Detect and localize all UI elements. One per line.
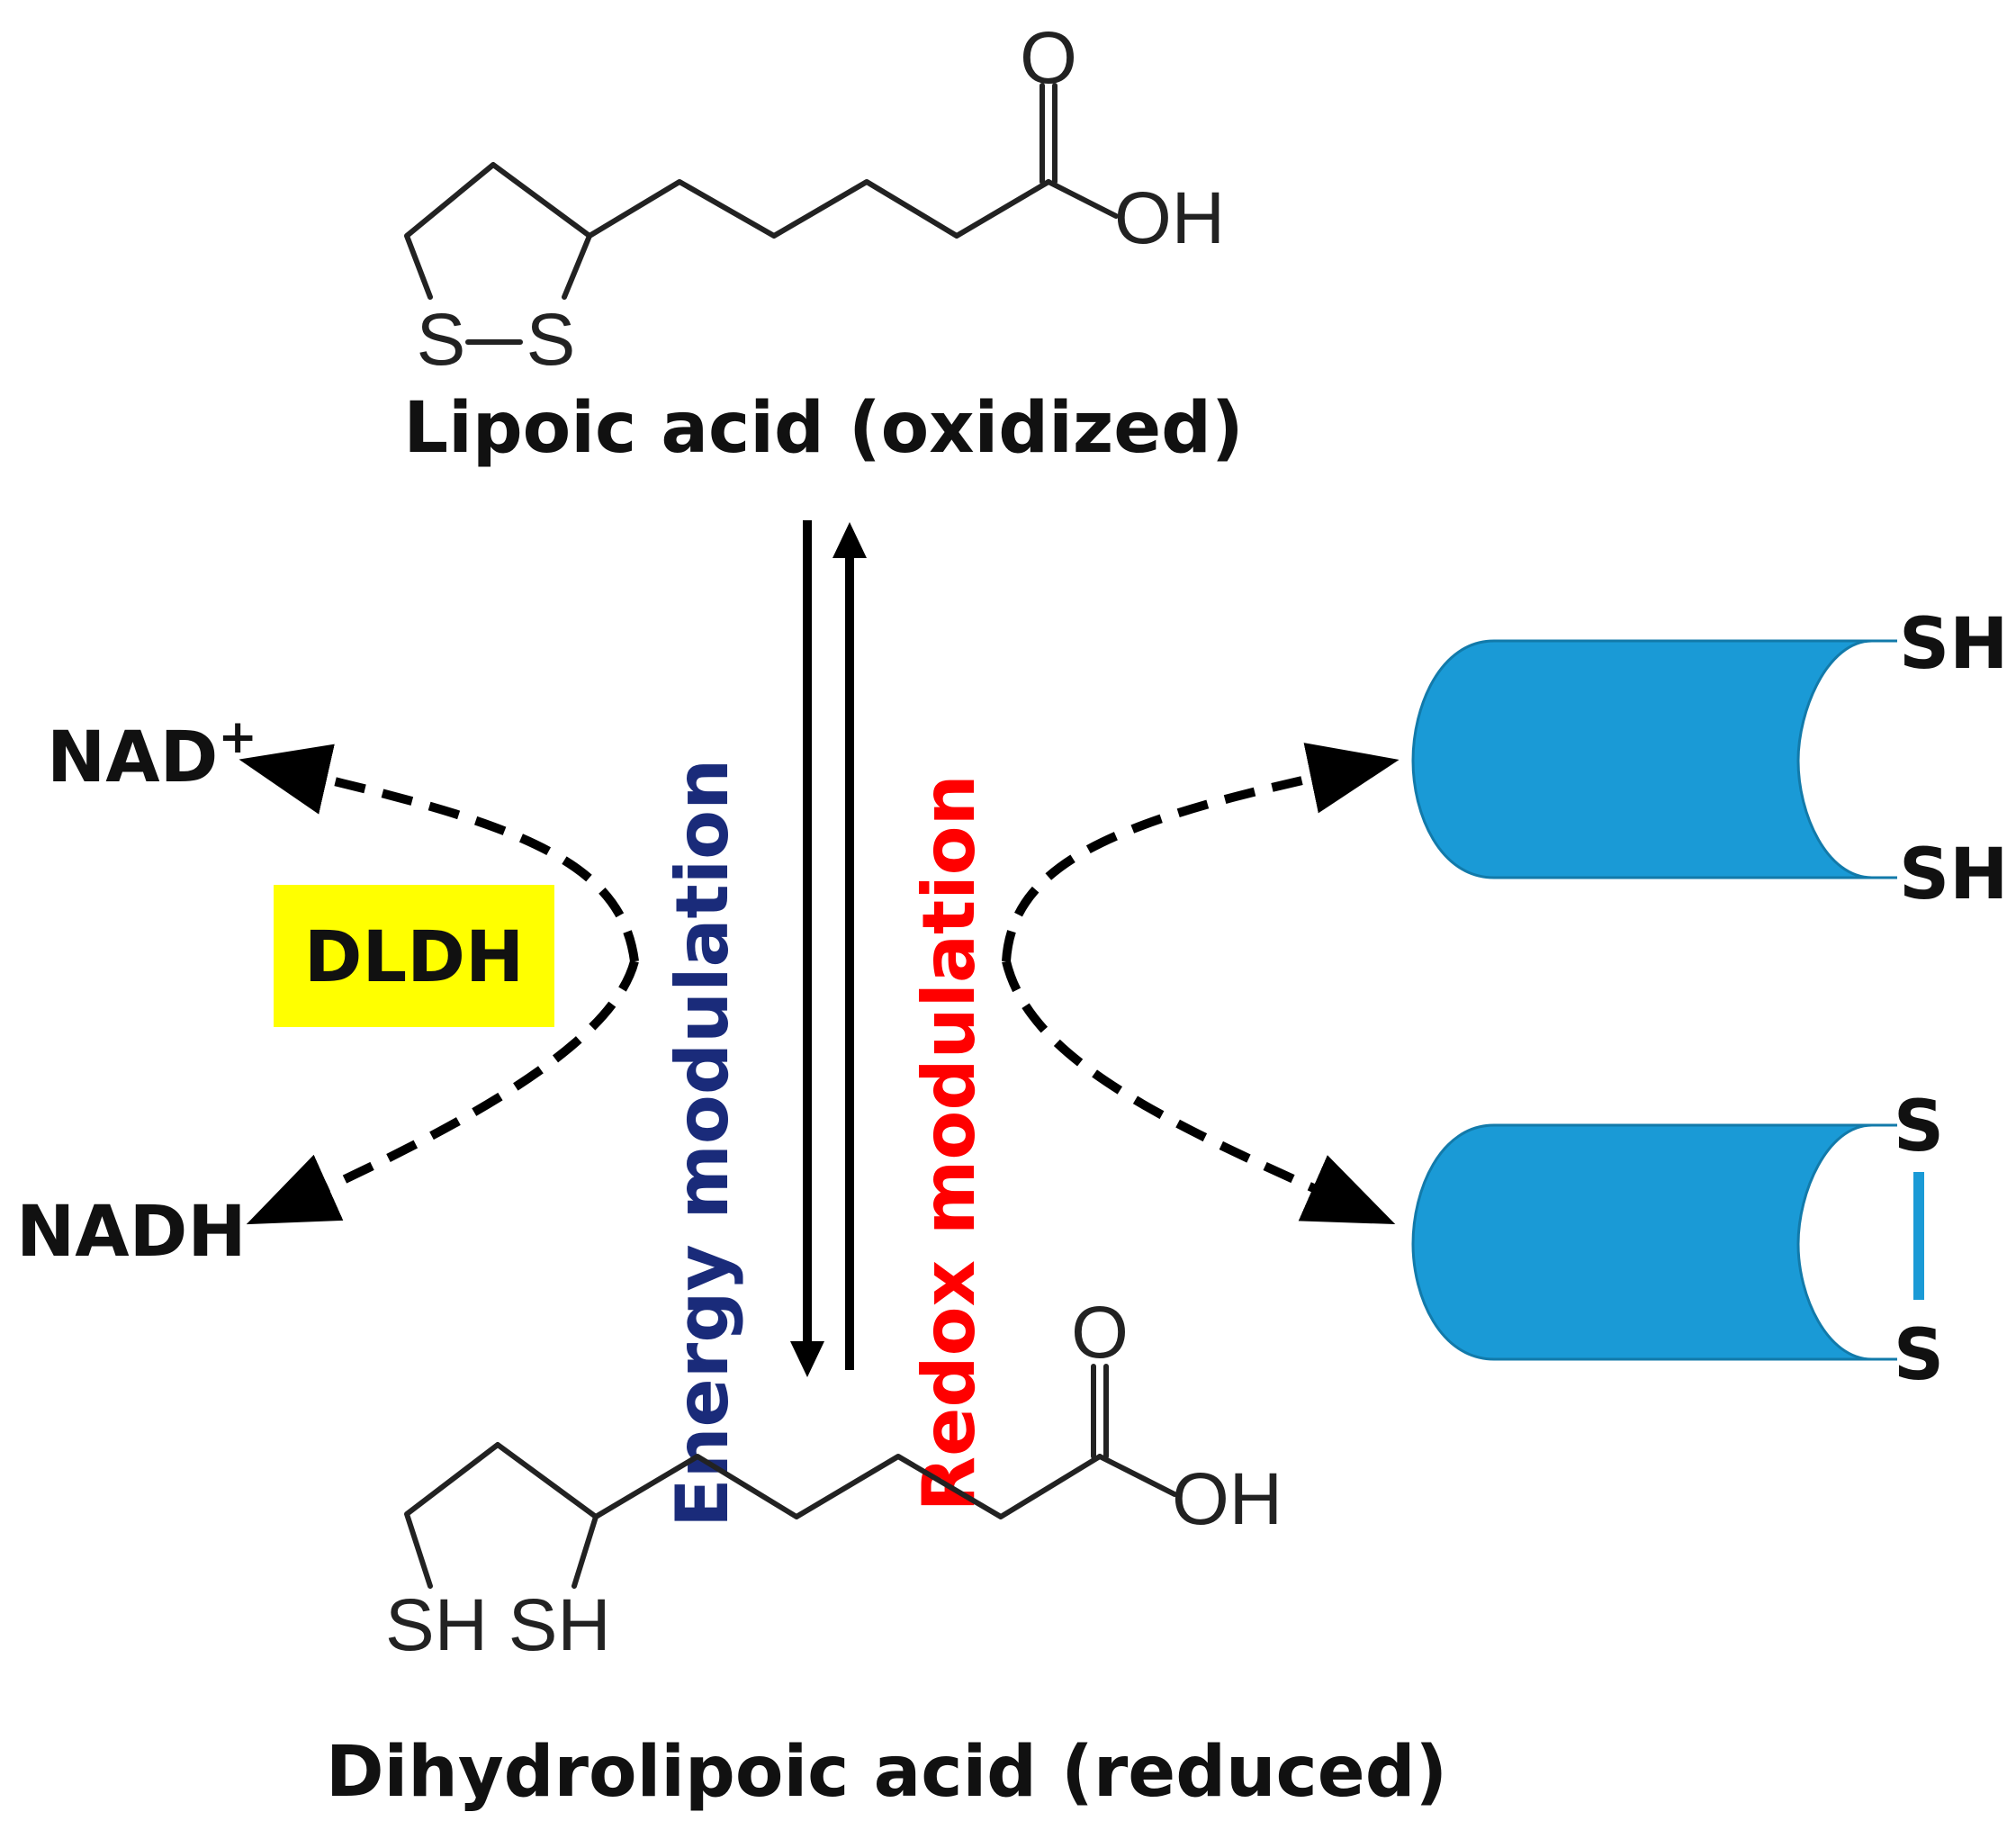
reduced-thiol-bottom-label: SH — [1899, 834, 2007, 915]
nad-plus-superscript: + — [218, 710, 257, 764]
reduced-protein-shape — [1411, 639, 1873, 879]
reversible-arrows — [790, 520, 867, 1377]
oxidized-title: Lipoic acid (oxidized) — [403, 388, 1243, 469]
dihydro-carbonyl-oxygen-label: O — [1071, 1292, 1129, 1374]
hydroxyl-bond — [1046, 179, 1119, 219]
dashed-arrow-to-reduced-protein — [1002, 743, 1400, 962]
oxidized-protein: S S — [1411, 1086, 1944, 1396]
lipoic-acid-structure: O OH S S — [404, 17, 1225, 381]
dldh-box — [274, 885, 554, 1027]
sulfur-left-label: S — [417, 299, 466, 381]
reduced-protein: SH SH — [1411, 604, 2007, 915]
nad-text: NAD — [47, 717, 218, 798]
nadh-label: NADH — [16, 1192, 247, 1273]
oxidized-sulfur-top-label: S — [1894, 1086, 1944, 1167]
dihydro-thiols-label: SH SH — [385, 1584, 611, 1666]
reduced-title: Dihydrolipoic acid (reduced) — [326, 1732, 1447, 1813]
hydroxyl-label: OH — [1114, 177, 1225, 259]
sulfur-right-label: S — [526, 299, 576, 381]
dashed-arrow-to-nadh — [246, 960, 639, 1225]
energy-modulation-label: Energy modulation — [661, 759, 744, 1528]
dldh-label: DLDH — [304, 917, 524, 998]
dihydro-ring-chain-left — [404, 1442, 598, 1589]
oxidized-protein-shape — [1411, 1123, 1873, 1361]
reduced-thiol-top-label: SH — [1899, 604, 2007, 685]
dihydro-alkyl-chain-bonds — [593, 1454, 1102, 1519]
dihydrolipoic-acid-structure: O OH SH SH — [385, 1292, 1282, 1666]
oxidized-sulfur-bottom-label: S — [1894, 1315, 1944, 1396]
dihydro-hydroxyl-label: OH — [1172, 1458, 1282, 1540]
dihydro-hydroxyl-bond — [1097, 1454, 1177, 1497]
up-arrowhead — [832, 522, 867, 558]
redox-modulation-label: Redox modulation — [907, 774, 991, 1511]
carbonyl-oxygen-label: O — [1020, 17, 1077, 99]
down-arrowhead — [790, 1341, 824, 1377]
dashed-arrow-to-oxidized-protein — [1002, 960, 1396, 1225]
dithiolane-ring-bonds — [404, 162, 592, 300]
dashed-arrow-to-nad-plus — [238, 744, 639, 962]
disulfide-bridge — [1913, 1172, 1924, 1300]
nad-plus-label: NAD+ — [47, 710, 257, 798]
alkyl-chain-bonds — [587, 179, 1051, 239]
